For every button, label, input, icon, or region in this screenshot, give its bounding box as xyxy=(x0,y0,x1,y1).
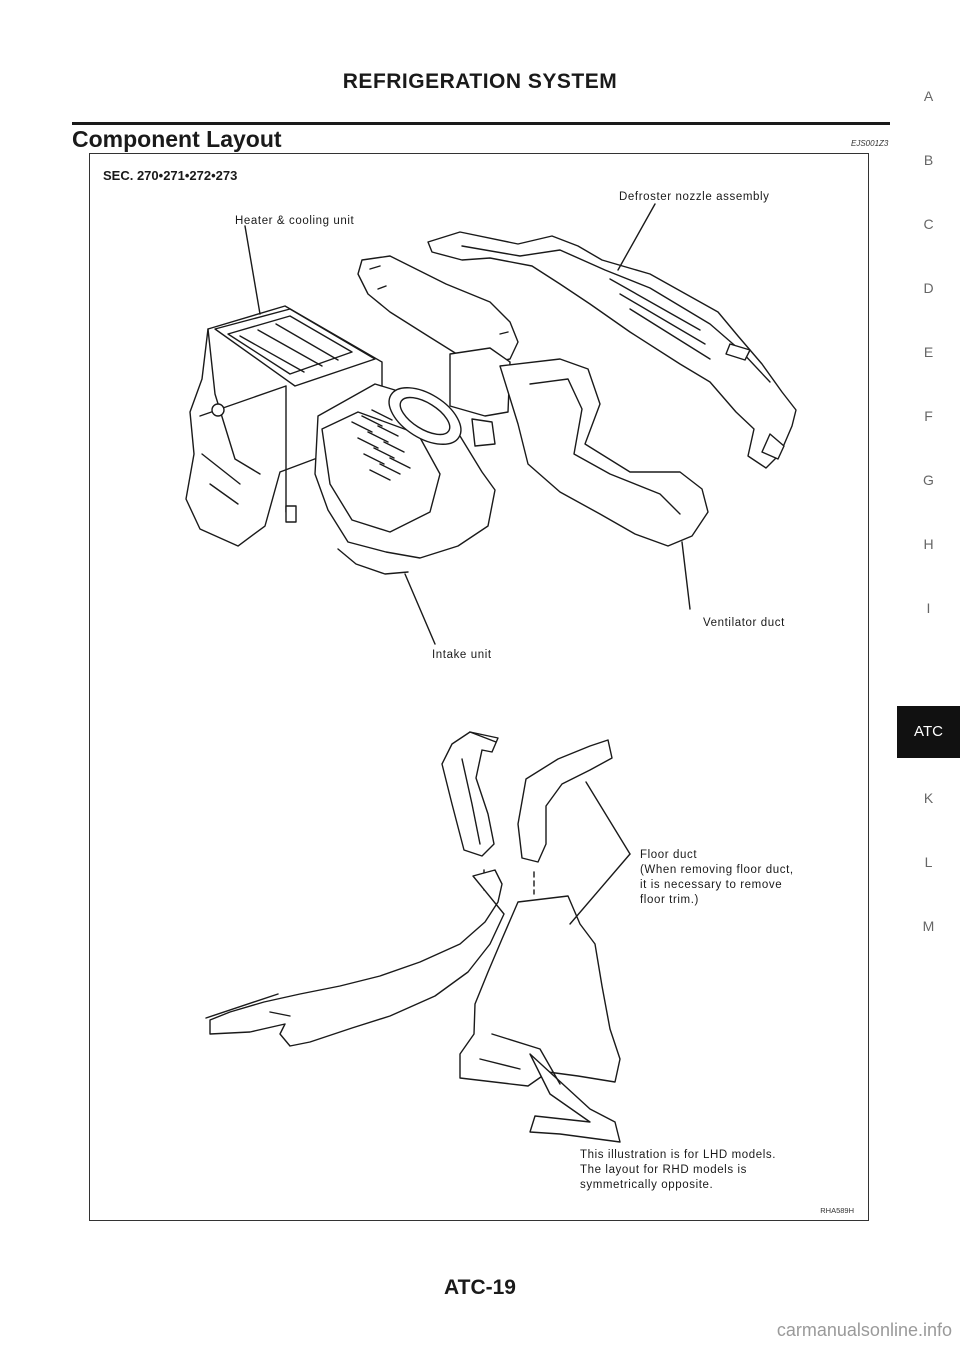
tab-atc[interactable]: ATC xyxy=(897,706,960,758)
tab-f[interactable]: F xyxy=(924,408,933,424)
lhd-note-line-1: This illustration is for LHD models. xyxy=(580,1149,777,1161)
tab-g[interactable]: G xyxy=(923,472,934,488)
tab-i[interactable]: I xyxy=(926,600,931,616)
page-number: ATC-19 xyxy=(444,1276,516,1299)
intake-unit-drawing xyxy=(314,383,496,575)
component-layout-figure: SEC. 270•271•272•273 Defroster nozzle as… xyxy=(89,153,869,1221)
defroster-nozzle-label: Defroster nozzle assembly xyxy=(619,191,770,203)
ventilator-duct-label: Ventilator duct xyxy=(703,617,785,629)
tab-b[interactable]: B xyxy=(923,152,934,168)
floor-duct-drawing xyxy=(205,731,621,1143)
floor-duct-line-4: floor trim.) xyxy=(640,894,699,906)
page-header-title: REFRIGERATION SYSTEM xyxy=(342,70,618,93)
component-illustration xyxy=(185,203,797,1143)
section-index-tabs: A B C D E F G H I ATC K L M xyxy=(897,0,960,1358)
tab-l[interactable]: L xyxy=(924,854,933,870)
tab-d[interactable]: D xyxy=(923,280,934,296)
floor-duct-line-1: Floor duct xyxy=(640,849,698,861)
tab-a[interactable]: A xyxy=(923,88,934,104)
section-code: EJS001Z3 xyxy=(851,139,889,148)
lhd-note-line-2: The layout for RHD models is xyxy=(580,1164,747,1176)
tab-c[interactable]: C xyxy=(923,216,934,232)
watermark: carmanualsonline.info xyxy=(776,1320,952,1340)
floor-duct-line-2: (When removing floor duct, xyxy=(640,864,794,876)
defroster-nozzle-drawing xyxy=(427,231,797,469)
floor-duct-label: Floor duct (When removing floor duct, it… xyxy=(640,848,794,908)
figure-code: RHA589H xyxy=(820,1206,854,1215)
section-reference: SEC. 270•271•272•273 xyxy=(103,168,238,183)
floor-duct-line-3: it is necessary to remove xyxy=(640,879,783,891)
lhd-note-line-3: symmetrically opposite. xyxy=(580,1179,714,1191)
heater-cooling-unit-label: Heater & cooling unit xyxy=(235,215,355,227)
tab-m[interactable]: M xyxy=(922,918,935,934)
leader-lines xyxy=(244,203,691,925)
header-rule xyxy=(72,122,890,125)
tab-k[interactable]: K xyxy=(923,790,934,806)
intake-unit-label: Intake unit xyxy=(432,649,492,661)
section-title: Component Layout xyxy=(72,126,282,152)
tab-h[interactable]: H xyxy=(923,536,934,552)
heater-cooling-unit-drawing xyxy=(185,305,383,547)
lhd-note: This illustration is for LHD models. The… xyxy=(580,1148,776,1193)
ventilator-duct-drawing xyxy=(357,255,709,547)
tab-e[interactable]: E xyxy=(923,344,934,360)
